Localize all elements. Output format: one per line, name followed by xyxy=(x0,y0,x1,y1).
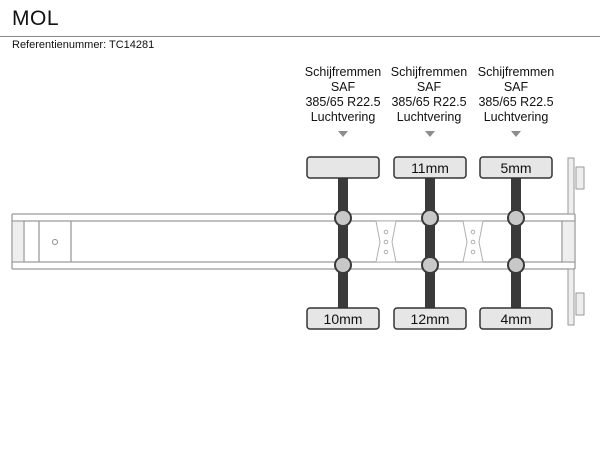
axle-1-spec: Schijfremmen SAF 385/65 R22.5 Luchtverin… xyxy=(298,65,388,125)
axle-1-tire-size: 385/65 R22.5 xyxy=(305,95,381,109)
reference-value: TC14281 xyxy=(109,39,155,51)
axle-3-brake: Schijfremmen xyxy=(477,65,555,79)
axle-2-brand: SAF xyxy=(416,80,442,94)
axle-1-arrow-icon xyxy=(338,131,348,137)
axle-2-tire-size: 385/65 R22.5 xyxy=(391,95,467,109)
axle-3: 5mm 4mm xyxy=(479,156,553,330)
kingpin-icon xyxy=(52,239,58,245)
axle-2-top-tread: 11mm xyxy=(411,160,449,176)
reference-number: Referentienummer: TC14281 xyxy=(12,39,154,51)
front-bumper xyxy=(13,222,23,261)
axle-3-brand: SAF xyxy=(503,80,529,94)
axle-1: 10mm xyxy=(306,156,380,330)
axle-2-bottom-tread: 12mm xyxy=(411,311,450,327)
axle-2: 11mm 12mm xyxy=(393,156,467,330)
axle-3-top-tread: 5mm xyxy=(500,160,531,176)
axle-3-bottom-tread: 4mm xyxy=(500,311,531,327)
page-title: MOL xyxy=(12,7,60,30)
axle-3-bottom-tire xyxy=(479,307,553,330)
axle-1-brand: SAF xyxy=(330,80,356,94)
axle-2-bottom-tire xyxy=(393,307,467,330)
axle-2-top-tire xyxy=(393,156,467,179)
axle-1-brake: Schijfremmen xyxy=(304,65,382,79)
axle-bracket-1 xyxy=(375,220,397,263)
axle-1-bottom-tire xyxy=(306,307,380,330)
title-divider xyxy=(0,36,600,37)
axle-2-brake: Schijfremmen xyxy=(390,65,468,79)
axle-1-suspension: Luchtvering xyxy=(310,110,376,124)
axle-2-arrow-icon xyxy=(425,131,435,137)
axle-3-suspension: Luchtvering xyxy=(483,110,549,124)
chassis-frame xyxy=(11,213,576,270)
axle-2-suspension: Luchtvering xyxy=(396,110,462,124)
axle-3-top-tire xyxy=(479,156,553,179)
axle-3-arrow-icon xyxy=(511,131,521,137)
axle-1-top-tire xyxy=(306,156,380,179)
axle-3-spec: Schijfremmen SAF 385/65 R22.5 Luchtverin… xyxy=(471,65,561,125)
reference-label: Referentienummer: xyxy=(12,39,107,51)
axle-3-tire-size: 385/65 R22.5 xyxy=(478,95,554,109)
axle-bracket-2 xyxy=(462,220,484,263)
axle-1-bottom-tread: 10mm xyxy=(324,311,363,327)
rear-bumper xyxy=(563,222,574,261)
axle-2-spec: Schijfremmen SAF 385/65 R22.5 Luchtverin… xyxy=(384,65,474,125)
rear-lights xyxy=(567,157,585,326)
